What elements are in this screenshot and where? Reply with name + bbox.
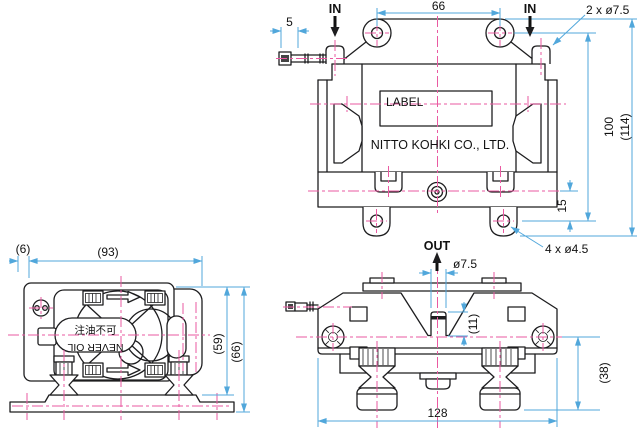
base-rail (9, 394, 235, 413)
side-view-dimensions (9, 256, 250, 413)
out-arrow (432, 252, 442, 271)
warning-text-en: NEVER OIL (67, 341, 123, 353)
vent-bottom-right (144, 362, 166, 378)
dim-mount-height: 100 (602, 117, 616, 137)
side-view: (6) (93) (59) (66) 注油不可 NEVER OIL (8, 242, 250, 420)
outlet-port-band (431, 316, 446, 320)
vent-bottom-left (82, 362, 104, 378)
in-label-right: IN (524, 2, 537, 16)
side-view-centerlines (8, 276, 232, 420)
top-view-dimensions (270, 8, 637, 248)
in-arrow-left (330, 16, 340, 37)
dim-outlet-height: (11) (466, 314, 480, 334)
top-view-centerlines (276, 16, 570, 233)
dim-body-height: (59) (211, 333, 225, 354)
top-plate-front (362, 282, 522, 292)
side-clamp-left (333, 103, 363, 164)
front-view-centerlines (283, 257, 584, 430)
dim-front-offset: (6) (16, 242, 31, 256)
side-clamp-right (512, 103, 542, 164)
dim-depth: (93) (97, 245, 118, 259)
dim-mount-holes: 4 x ø4.5 (545, 242, 589, 256)
front-view: OUT ø7.5 (11) (38) 128 (283, 239, 611, 430)
top-view: IN IN 5 66 2 x ø7.5 15 100 (114) 4 x ø4.… (270, 0, 637, 256)
dim-tab-offset: 15 (555, 199, 569, 213)
label-plate (379, 90, 493, 127)
wire-boss (37, 327, 57, 346)
vent-top-right (144, 290, 166, 306)
in-label-left: IN (329, 2, 342, 16)
label-plate-text: LABEL (386, 95, 424, 109)
dim-lead-terminal: 5 (286, 15, 293, 29)
vent-top-left (82, 290, 104, 306)
dim-outlet-dia: ø7.5 (453, 257, 477, 271)
company-name: NITTO KOHKI CO., LTD. (371, 138, 509, 152)
front-view-dimensions (317, 269, 600, 427)
dim-overall-width: 128 (427, 406, 447, 420)
dim-hole-span: 66 (432, 0, 446, 13)
out-label: OUT (424, 239, 451, 253)
side-clamp-profile (166, 315, 187, 359)
dim-base-height: (38) (597, 362, 611, 383)
warning-text-jp: 注油不可 (75, 324, 117, 337)
in-arrow-right (525, 16, 535, 37)
dim-in-ports: 2 x ø7.5 (586, 3, 630, 17)
dim-side-overall-height: (66) (229, 341, 243, 362)
dim-overall-height: (114) (618, 113, 632, 140)
